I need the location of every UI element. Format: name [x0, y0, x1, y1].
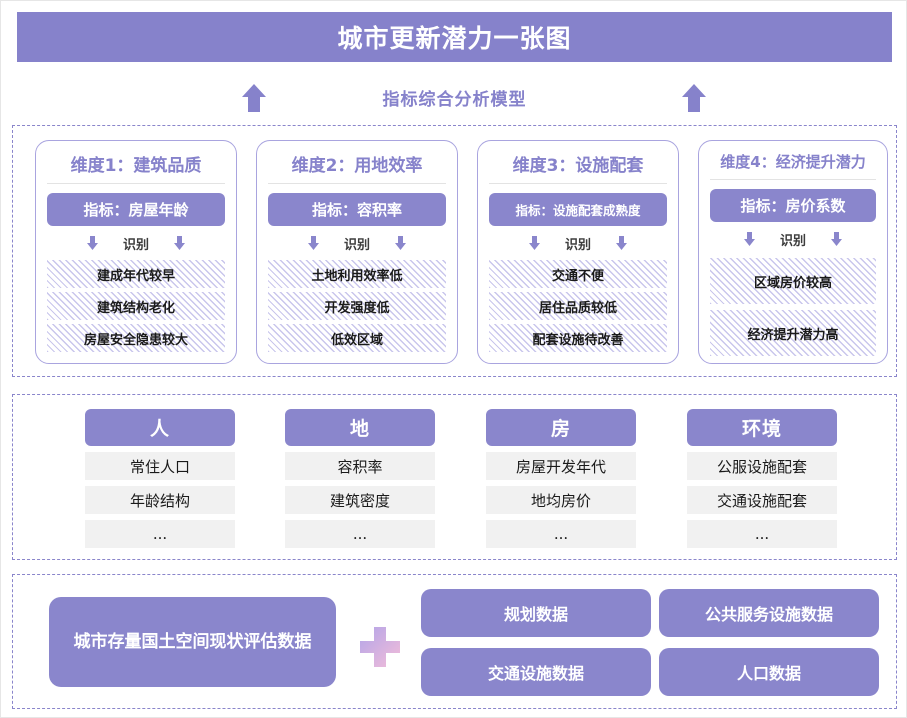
- category-header: 房: [486, 409, 636, 446]
- dimension-item: 建成年代较早: [47, 260, 225, 288]
- category-item: 年龄结构: [85, 486, 235, 514]
- category-item: ...: [687, 520, 837, 548]
- categories-panel: 人 常住人口 年龄结构 ... 地 容积率 建筑密度 ... 房 房屋开发年代 …: [12, 394, 897, 560]
- dimension-title: 维度2：用地效率: [268, 149, 446, 184]
- dimension-item: 经济提升潜力高: [710, 310, 876, 356]
- recognize-label: 识别: [564, 237, 591, 253]
- category-item: 交通设施配套: [687, 486, 837, 514]
- source-box[interactable]: 人口数据: [659, 648, 879, 696]
- category-column-land: 地 容积率 建筑密度 ...: [285, 409, 435, 548]
- category-item: ...: [85, 520, 235, 548]
- dimension-item: 开发强度低: [268, 292, 446, 320]
- category-item: 建筑密度: [285, 486, 435, 514]
- dimension-card-1[interactable]: 维度1：建筑品质 指标：房屋年龄 识别 建成年代较早 建筑结构老化 房屋安全隐患…: [35, 140, 237, 364]
- source-box[interactable]: 交通设施数据: [421, 648, 651, 696]
- dimension-item: 土地利用效率低: [268, 260, 446, 288]
- recognize-row: 识别: [710, 226, 876, 252]
- recognize-row: 识别: [47, 230, 225, 256]
- dimension-item: 居住品质较低: [489, 292, 667, 320]
- page-title: 城市更新潜力一张图: [337, 24, 572, 53]
- category-item: 房屋开发年代: [486, 452, 636, 480]
- plus-icon: [358, 625, 402, 669]
- dimension-item: 低效区域: [268, 324, 446, 352]
- dimension-card-2[interactable]: 维度2：用地效率 指标：容积率 识别 土地利用效率低 开发强度低 低效区域: [256, 140, 458, 364]
- arrow-up-icon: [241, 83, 267, 113]
- dimension-item: 区域房价较高: [710, 258, 876, 304]
- arrow-down-icon: [307, 235, 320, 251]
- category-header: 地: [285, 409, 435, 446]
- dimension-title: 维度4：经济提升潜力: [710, 149, 876, 180]
- dimension-card-3[interactable]: 维度3：设施配套 指标：设施配套成熟度 识别 交通不便 居住品质较低 配套设施待…: [477, 140, 679, 364]
- recognize-row: 识别: [268, 230, 446, 256]
- category-item: 公服设施配套: [687, 452, 837, 480]
- arrow-down-icon: [615, 235, 628, 251]
- category-column-housing: 房 房屋开发年代 地均房价 ...: [486, 409, 636, 548]
- arrow-down-icon: [830, 231, 843, 247]
- dimension-title: 维度3：设施配套: [489, 149, 667, 184]
- dimension-item: 交通不便: [489, 260, 667, 288]
- recognize-label: 识别: [779, 233, 806, 249]
- category-item: 常住人口: [85, 452, 235, 480]
- arrow-down-icon: [743, 231, 756, 247]
- dimension-indicator: 指标：容积率: [268, 193, 446, 226]
- category-item: ...: [285, 520, 435, 548]
- model-label-row: 指标综合分析模型: [17, 79, 892, 119]
- arrow-down-icon: [86, 235, 99, 251]
- arrow-up-icon: [681, 83, 707, 113]
- dimension-item: 配套设施待改善: [489, 324, 667, 352]
- category-header: 人: [85, 409, 235, 446]
- dimension-indicator: 指标：设施配套成熟度: [489, 193, 667, 226]
- data-sources-panel: 城市存量国土空间现状评估数据 规划数据 公共服务设施数据 交通设施数据 人口数据: [12, 574, 897, 709]
- source-box[interactable]: 规划数据: [421, 589, 651, 637]
- model-label: 指标综合分析模型: [382, 90, 527, 110]
- arrow-down-icon: [394, 235, 407, 251]
- dimension-indicator: 指标：房屋年龄: [47, 193, 225, 226]
- dimension-title: 维度1：建筑品质: [47, 149, 225, 184]
- category-item: 地均房价: [486, 486, 636, 514]
- source-box[interactable]: 公共服务设施数据: [659, 589, 879, 637]
- dimension-item: 房屋安全隐患较大: [47, 324, 225, 352]
- dimension-item: 建筑结构老化: [47, 292, 225, 320]
- dimensions-panel: 维度1：建筑品质 指标：房屋年龄 识别 建成年代较早 建筑结构老化 房屋安全隐患…: [12, 125, 897, 377]
- recognize-label: 识别: [122, 237, 149, 253]
- category-item: 容积率: [285, 452, 435, 480]
- recognize-row: 识别: [489, 230, 667, 256]
- page-title-bar: 城市更新潜力一张图: [17, 12, 892, 62]
- arrow-down-icon: [528, 235, 541, 251]
- category-column-environment: 环境 公服设施配套 交通设施配套 ...: [687, 409, 837, 548]
- main-data-source-box[interactable]: 城市存量国土空间现状评估数据: [49, 597, 336, 687]
- recognize-label: 识别: [343, 237, 370, 253]
- category-item: ...: [486, 520, 636, 548]
- dimension-indicator: 指标：房价系数: [710, 189, 876, 222]
- category-header: 环境: [687, 409, 837, 446]
- dimension-card-4[interactable]: 维度4：经济提升潜力 指标：房价系数 识别 区域房价较高 经济提升潜力高: [698, 140, 888, 364]
- arrow-down-icon: [173, 235, 186, 251]
- category-column-people: 人 常住人口 年龄结构 ...: [85, 409, 235, 548]
